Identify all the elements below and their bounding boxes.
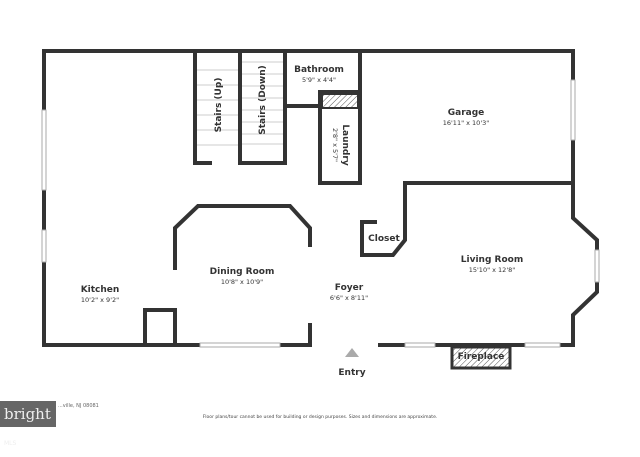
garage-dims: 16'11" x 10'3" — [443, 119, 489, 127]
windows — [41, 79, 600, 348]
dining-label: Dining Room — [210, 267, 275, 277]
bathroom-dims: 5'9" x 4'4" — [302, 76, 336, 84]
laundry-dims: 2'8" x 5'7" — [331, 128, 339, 162]
entry-label: Entry — [338, 368, 365, 378]
dining-dims: 10'8" x 10'9" — [221, 278, 263, 286]
floor-plan: Kitchen 10'2" x 9'2" Dining Room 10'8" x… — [41, 49, 600, 378]
stairs-up-label: Stairs (Up) — [214, 78, 224, 133]
entry-arrow-icon — [345, 348, 359, 357]
living-label: Living Room — [461, 255, 523, 265]
bright-mls-logo: bright MLS — [0, 401, 56, 447]
foyer-dims: 6'6" x 8'11" — [330, 294, 368, 302]
disclaimer-text: Floor plans/tour cannot be used for buil… — [202, 415, 438, 420]
walls — [42, 49, 599, 347]
bathroom-label: Bathroom — [294, 65, 344, 75]
garage-label: Garage — [448, 108, 485, 118]
laundry-hatch — [321, 93, 359, 109]
living-dims: 15'10" x 12'8" — [469, 266, 515, 274]
address-text: ...ville, NJ 08081 — [58, 403, 99, 409]
stair-treads — [197, 61, 283, 146]
kitchen-dims: 10'2" x 9'2" — [81, 296, 119, 304]
kitchen-label: Kitchen — [81, 285, 120, 295]
fireplace-shape — [450, 345, 512, 370]
laundry-label: Laundry — [340, 124, 350, 166]
fireplace-label: Fireplace — [458, 352, 505, 362]
stairs-down-label: Stairs (Down) — [258, 65, 268, 134]
foyer-label: Foyer — [335, 283, 364, 293]
closet-label: Closet — [368, 234, 400, 244]
